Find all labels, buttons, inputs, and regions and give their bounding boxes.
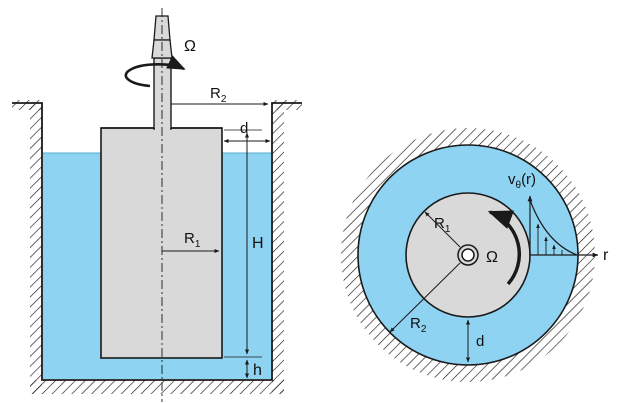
- v-theta-label: vθ(r): [508, 171, 536, 191]
- omega-label-top: Ω: [486, 249, 498, 266]
- omega-rotation-arrow-icon: [487, 210, 522, 286]
- r2-label-top: R2: [410, 315, 427, 335]
- height-H-dimension: [224, 129, 262, 358]
- top-view: R1 R2 Ω vθ(r) r d: [341, 128, 609, 382]
- r2-radius-line: [389, 262, 461, 333]
- container-walls: [12, 100, 302, 394]
- velocity-profile-plot: [527, 195, 599, 258]
- d-label-side: d: [240, 120, 248, 137]
- d-label-top: d: [476, 333, 484, 350]
- r-axis-label: r: [603, 247, 609, 264]
- rotating-cylinder: [100, 15, 223, 359]
- side-view: Ω R2 d R1 H h: [12, 8, 302, 402]
- omega-label: Ω: [184, 38, 196, 55]
- H-label: H: [252, 235, 264, 252]
- rotation-arrow-icon: [124, 55, 186, 88]
- shaft-inner-ring: [461, 248, 475, 262]
- r1-radius-line: [424, 211, 461, 248]
- r1-label-side: R1: [184, 230, 201, 250]
- r2-label: R2: [210, 85, 227, 105]
- r1-label-top: R1: [434, 215, 451, 235]
- h-label: h: [253, 362, 262, 379]
